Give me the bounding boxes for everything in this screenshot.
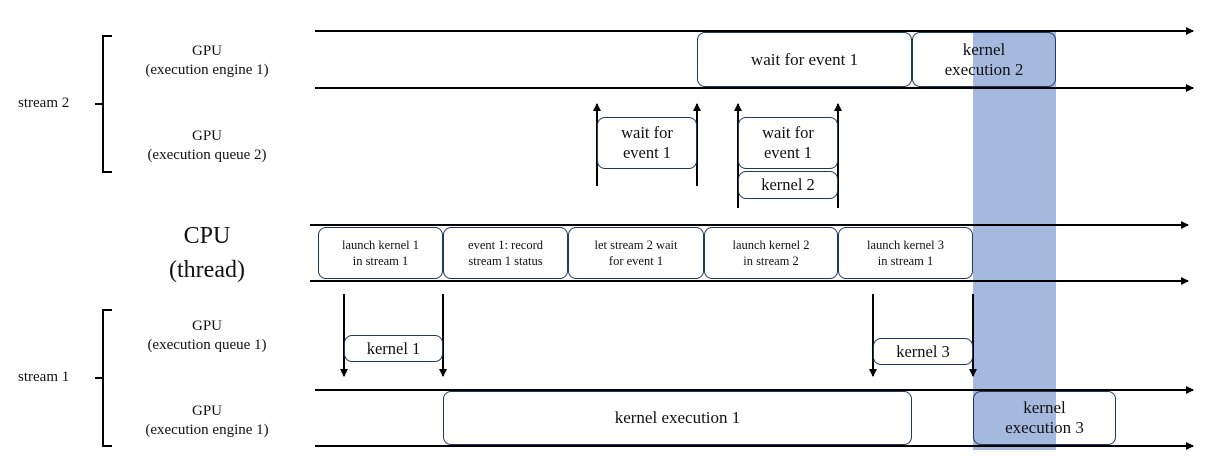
task-label: launch kernel 3 in stream 1	[866, 238, 945, 268]
stream1-label: stream 1	[18, 369, 70, 385]
stream1-bracket	[95, 309, 112, 447]
task-wait-for-event-1-queue-b: wait for event 1	[738, 117, 838, 169]
task-label: wait for event 1	[750, 49, 859, 69]
row-label-s2-queue: GPU (execution queue 2)	[147, 128, 267, 163]
cpu-task-launch-kernel-3: launch kernel 3 in stream 1	[838, 227, 973, 279]
task-kernel-2-queue: kernel 2	[738, 171, 838, 199]
task-kernel-execution-1: kernel execution 1	[443, 391, 912, 445]
task-kernel-1-queue: kernel 1	[344, 335, 443, 362]
row-label-cpu: CPU (thread)	[169, 223, 245, 283]
task-label: wait for event 1	[762, 123, 814, 162]
highlight-column	[973, 32, 1056, 450]
task-kernel-execution-2: kernel execution 2	[912, 32, 1056, 87]
task-label: kernel execution 2	[944, 39, 1024, 79]
task-label: launch kernel 1 in stream 1	[341, 238, 420, 268]
stream2-bracket	[95, 35, 112, 173]
row-label-s1-queue: GPU (execution queue 1)	[147, 318, 267, 353]
cpu-task-launch-kernel-2: launch kernel 2 in stream 2	[704, 227, 838, 279]
task-label: let stream 2 wait for event 1	[594, 238, 678, 268]
row-label-s1-engine: GPU (execution engine 1)	[145, 403, 269, 438]
task-kernel-3-queue: kernel 3	[873, 338, 973, 365]
row-label-s2-engine: GPU (execution engine 1)	[145, 43, 269, 78]
cpu-task-record-event-1: event 1: record stream 1 status	[443, 227, 568, 279]
task-label: wait for event 1	[621, 123, 673, 162]
task-label: kernel 3	[896, 341, 950, 361]
task-label: kernel execution 3	[1005, 398, 1084, 437]
task-label: kernel execution 1	[614, 408, 741, 427]
stream2-label: stream 2	[18, 95, 70, 111]
task-wait-for-event-1-queue-a: wait for event 1	[597, 117, 697, 169]
task-kernel-execution-3: kernel execution 3	[973, 391, 1116, 445]
task-label: event 1: record stream 1 status	[468, 238, 543, 268]
cpu-task-launch-kernel-1: launch kernel 1 in stream 1	[318, 227, 443, 279]
cpu-task-stream2-wait: let stream 2 wait for event 1	[568, 227, 704, 279]
task-label: kernel 2	[761, 175, 815, 194]
task-wait-for-event-1-engine: wait for event 1	[697, 32, 912, 87]
task-label: kernel 1	[366, 338, 421, 358]
task-label: launch kernel 2 in stream 2	[732, 238, 810, 268]
